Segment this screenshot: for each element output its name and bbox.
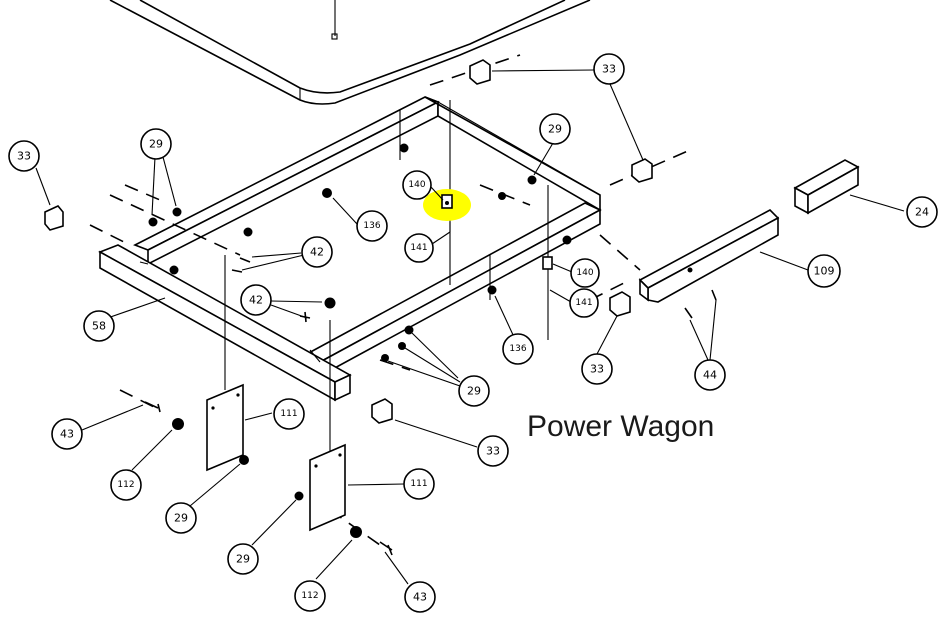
callout-42-b: 42 bbox=[240, 284, 272, 316]
svg-text:140: 140 bbox=[408, 180, 425, 190]
svg-text:33: 33 bbox=[17, 150, 31, 163]
leader-lines bbox=[35, 69, 905, 585]
callout-111-a: 111 bbox=[273, 398, 305, 430]
callout-136-b: 136 bbox=[502, 333, 534, 365]
svg-text:29: 29 bbox=[236, 553, 250, 566]
axle-tube bbox=[638, 159, 860, 303]
svg-text:29: 29 bbox=[174, 512, 188, 525]
callout-43-a: 43 bbox=[51, 418, 83, 450]
callout-29-c: 29 bbox=[458, 375, 490, 407]
callout-33-top: 33 bbox=[593, 53, 625, 85]
svg-text:109: 109 bbox=[814, 265, 835, 278]
svg-text:33: 33 bbox=[590, 363, 604, 376]
svg-text:29: 29 bbox=[467, 385, 481, 398]
callout-33-mid: 33 bbox=[581, 353, 613, 385]
callout-29-a: 29 bbox=[140, 128, 172, 160]
hardware bbox=[144, 143, 717, 556]
svg-text:140: 140 bbox=[576, 268, 593, 278]
svg-text:43: 43 bbox=[60, 428, 74, 441]
svg-text:33: 33 bbox=[486, 445, 500, 458]
svg-text:136: 136 bbox=[509, 344, 526, 354]
callout-24: 24 bbox=[906, 196, 938, 228]
callout-112-b: 112 bbox=[294, 580, 326, 612]
callout-29-d: 29 bbox=[165, 502, 197, 534]
svg-text:136: 136 bbox=[363, 221, 380, 231]
callout-33-left: 33 bbox=[8, 140, 40, 172]
svg-text:29: 29 bbox=[548, 123, 562, 136]
svg-text:112: 112 bbox=[301, 591, 318, 601]
callout-141-b: 141 bbox=[569, 288, 599, 318]
svg-text:44: 44 bbox=[703, 369, 717, 382]
svg-text:111: 111 bbox=[410, 479, 427, 489]
svg-text:42: 42 bbox=[249, 294, 263, 307]
callout-58: 58 bbox=[83, 310, 115, 342]
callouts: 33 33 33 33 29 29 29 29 29 42 42 58 24 1… bbox=[8, 53, 938, 613]
callout-29-e: 29 bbox=[227, 543, 259, 575]
callout-109: 109 bbox=[807, 254, 841, 288]
callout-44: 44 bbox=[694, 359, 726, 391]
svg-text:29: 29 bbox=[149, 138, 163, 151]
svg-text:42: 42 bbox=[310, 246, 324, 259]
wagon-body-outline bbox=[109, 0, 591, 105]
svg-text:33: 33 bbox=[602, 63, 616, 76]
callout-43-b: 43 bbox=[404, 581, 436, 613]
svg-text:141: 141 bbox=[410, 243, 427, 253]
callout-136-a: 136 bbox=[356, 210, 388, 242]
callout-141-a: 141 bbox=[404, 233, 434, 263]
callout-42-a: 42 bbox=[301, 236, 333, 268]
callout-111-b: 111 bbox=[403, 468, 435, 500]
callout-29-b: 29 bbox=[539, 113, 571, 145]
svg-text:141: 141 bbox=[575, 298, 592, 308]
callout-33-bottom: 33 bbox=[477, 435, 509, 467]
svg-text:58: 58 bbox=[92, 320, 106, 333]
plates bbox=[206, 383, 346, 532]
callout-140-b: 140 bbox=[570, 258, 600, 288]
callout-140-a: 140 bbox=[402, 170, 432, 200]
callout-112-a: 112 bbox=[110, 469, 142, 501]
diagram-title: Power Wagon bbox=[527, 410, 715, 443]
svg-text:43: 43 bbox=[413, 591, 427, 604]
svg-text:111: 111 bbox=[280, 409, 297, 419]
caps bbox=[44, 59, 653, 424]
svg-text:112: 112 bbox=[117, 480, 134, 490]
svg-text:24: 24 bbox=[915, 206, 929, 219]
